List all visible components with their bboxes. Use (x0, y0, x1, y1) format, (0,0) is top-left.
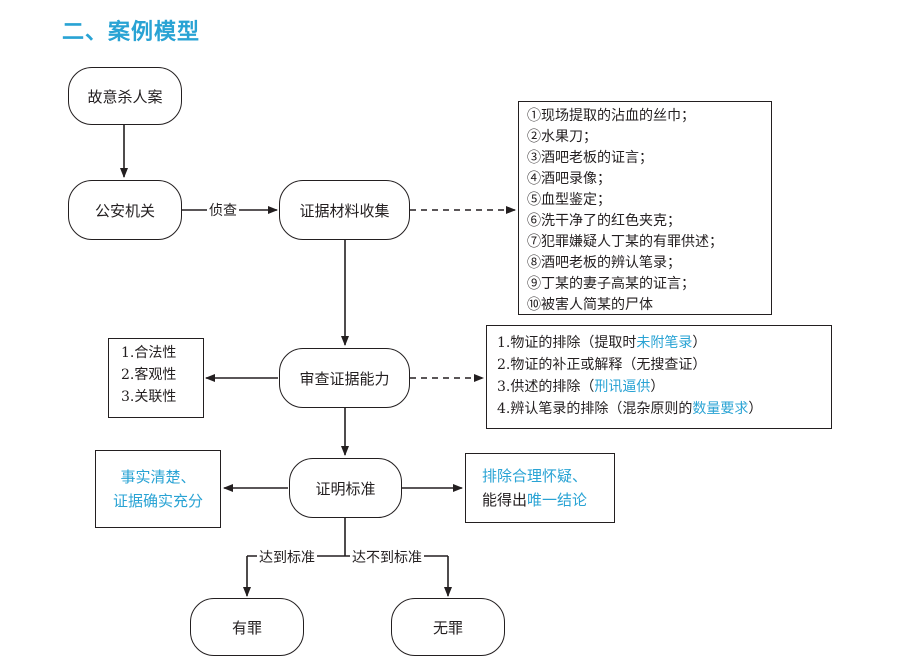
node-case-label: 故意杀人案 (87, 87, 163, 106)
exclusion-highlight: 数量要求 (692, 401, 749, 417)
node-standard-label: 证明标准 (315, 479, 376, 498)
edge-label-investigate: 侦查 (207, 200, 239, 220)
node-guilty: 有罪 (190, 598, 304, 656)
standard-left-line: 证据确实充分 (112, 492, 203, 510)
exclusion-box: 1.物证的排除（提取时未附笔录） 2.物证的补正或解释（无搜查证） 3.供述的排… (486, 325, 832, 429)
standard-left-box: 事实清楚、 证据确实充分 (95, 450, 221, 528)
evidence-item: ⑩被害人简某的尸体 (527, 297, 653, 313)
evidence-item: ②水果刀； (527, 129, 597, 145)
standard-right-line: 能得出唯一结论 (482, 491, 588, 509)
exclusion-item: 2.物证的补正或解释（无搜查证） (497, 357, 707, 373)
node-innocent-label: 无罪 (432, 618, 463, 637)
evidence-item: ⑤血型鉴定； (527, 192, 611, 208)
node-guilty-label: 有罪 (231, 618, 262, 637)
criteria-item: 3.关联性 (121, 389, 177, 405)
evidence-item: ⑦犯罪嫌疑人丁某的有罪供述； (527, 234, 723, 250)
criteria-item: 1.合法性 (121, 345, 177, 361)
evidence-item: ⑧酒吧老板的辨认笔录； (527, 255, 681, 271)
criteria-box: 1.合法性 2.客观性 3.关联性 (108, 338, 204, 418)
evidence-item: ⑨丁某的妻子高某的证言； (527, 276, 695, 292)
evidence-item: ⑥洗干净了的红色夹克； (527, 213, 681, 229)
standard-right-highlight: 唯一结论 (527, 491, 588, 509)
exclusion-item: 1.物证的排除（提取时未附笔录） (497, 335, 707, 351)
page-title: 二、案例模型 (62, 20, 201, 45)
node-review: 审查证据能力 (279, 348, 410, 408)
exclusion-highlight: 未附笔录 (636, 335, 693, 351)
node-police: 公安机关 (68, 180, 182, 240)
evidence-item: ①现场提取的沾血的丝巾； (527, 108, 695, 124)
node-collect: 证据材料收集 (279, 180, 410, 240)
evidence-item: ④酒吧录像； (527, 171, 611, 187)
standard-right-box: 排除合理怀疑、 能得出唯一结论 (465, 453, 615, 523)
node-police-label: 公安机关 (94, 201, 155, 220)
edge-label-not-meet: 达不到标准 (350, 547, 424, 567)
exclusion-highlight: 刑讯逼供 (594, 379, 651, 395)
evidence-list: ①现场提取的沾血的丝巾； ②水果刀； ③酒吧老板的证言； ④酒吧录像； ⑤血型鉴… (518, 101, 772, 315)
standard-right-line: 排除合理怀疑、 (482, 467, 588, 485)
node-case: 故意杀人案 (68, 67, 182, 125)
edge-label-meet: 达到标准 (257, 547, 317, 567)
evidence-item: ③酒吧老板的证言； (527, 150, 653, 166)
node-innocent: 无罪 (391, 598, 505, 656)
criteria-item: 2.客观性 (121, 367, 177, 383)
exclusion-item: 3.供述的排除（刑讯逼供） (497, 379, 665, 395)
node-review-label: 审查证据能力 (299, 369, 390, 388)
standard-left-line: 事实清楚、 (120, 468, 196, 486)
exclusion-item: 4.辨认笔录的排除（混杂原则的数量要求） (497, 401, 763, 417)
node-standard: 证明标准 (289, 458, 402, 518)
node-collect-label: 证据材料收集 (299, 201, 390, 220)
